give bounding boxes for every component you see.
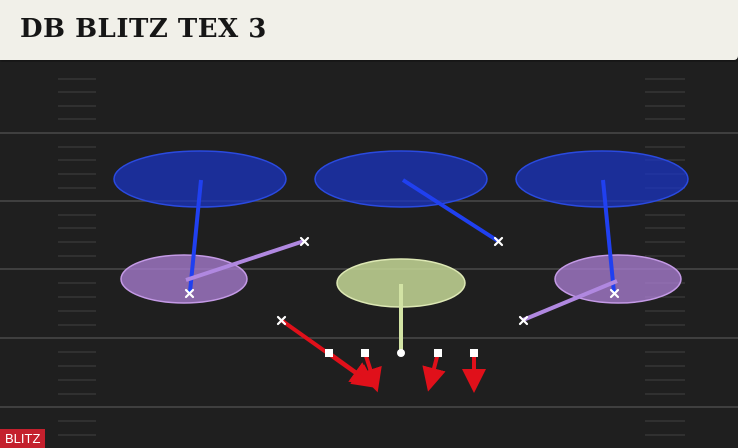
hook-zone-right[interactable] [554,254,682,304]
play-title: DB BLITZ TEX 3 [20,14,267,44]
offensive-lineman-marker[interactable] [361,349,369,357]
hook-assignment-right [522,279,618,322]
football-field [0,62,738,448]
defender-marker[interactable] [609,288,620,299]
defender-marker[interactable] [276,315,287,326]
offensive-lineman-marker[interactable] [470,349,478,357]
offensive-lineman-marker[interactable] [325,349,333,357]
defender-marker[interactable] [493,236,504,247]
deep-zone-middle[interactable] [314,150,488,208]
hook-zone-left[interactable] [120,254,248,304]
defender-marker[interactable] [518,315,529,326]
ball-marker[interactable] [397,349,405,357]
defender-marker[interactable] [184,288,195,299]
offensive-lineman-marker[interactable] [434,349,442,357]
deep-zone-right[interactable] [515,150,689,208]
blitz-route [358,352,382,393]
deep-assignment-left [188,179,203,293]
hash-marks-left [58,78,96,436]
play-title-bar: DB BLITZ TEX 3 [0,0,738,60]
blitz-route [422,352,446,392]
deep-assignment-middle [401,178,500,243]
hook-assignment-left [185,239,305,282]
blitz-tag: BLITZ [0,429,46,448]
defender-marker[interactable] [299,236,310,247]
deep-assignment-right [601,179,616,294]
